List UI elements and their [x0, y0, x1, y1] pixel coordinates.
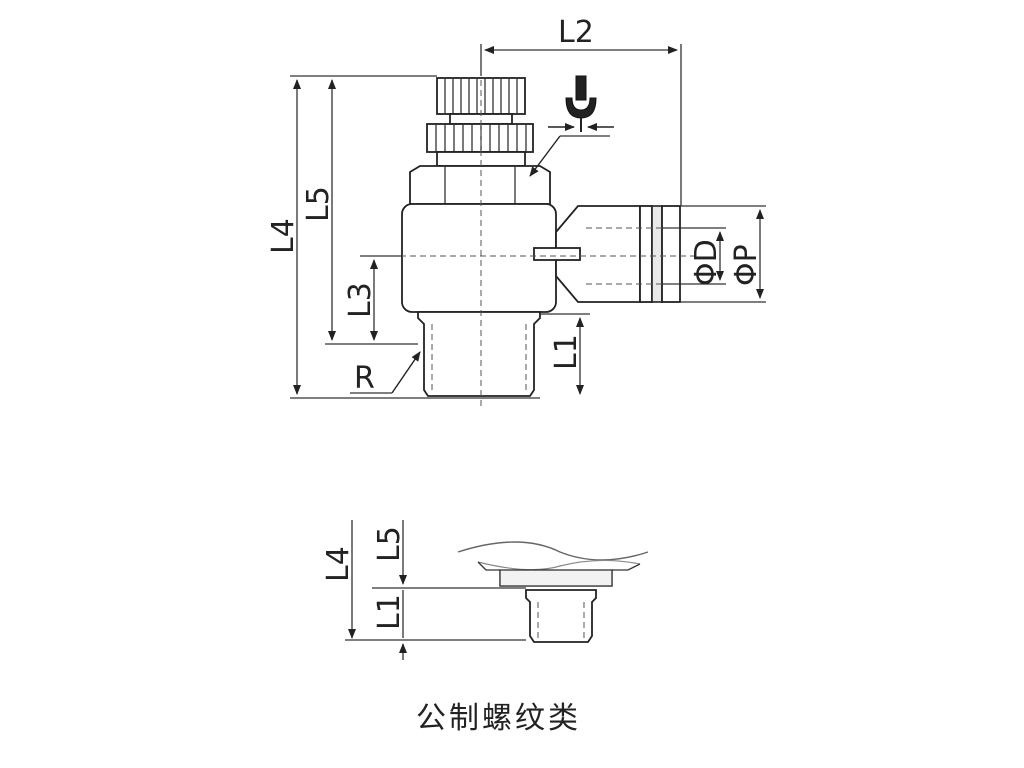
- caption: 公制螺纹类: [416, 701, 581, 736]
- label-l3: L3: [343, 282, 378, 318]
- detail-label-l5: L5: [372, 526, 407, 562]
- label-phi-d: ΦD: [689, 239, 724, 286]
- label-l5: L5: [301, 186, 336, 222]
- detail-view: L4 L5 L1: [321, 520, 649, 660]
- hex-body: [409, 165, 551, 205]
- label-phi-p: ΦP: [729, 244, 764, 286]
- label-l4: L4: [266, 218, 301, 254]
- detail-label-l1: L1: [372, 594, 407, 630]
- detail-body-cutaway: [457, 541, 649, 587]
- detail-dimension-lines: [345, 520, 526, 660]
- screwdriver-icon: [529, 75, 614, 177]
- center-lines: [380, 60, 700, 410]
- label-r: R: [354, 361, 375, 396]
- label-l2: L2: [558, 15, 594, 50]
- detail-thread-stub: [525, 589, 597, 643]
- main-view: L2 L4 L5 L3 L1 ΦD ΦP R: [266, 15, 766, 410]
- threaded-shank: [417, 311, 541, 397]
- detail-label-l4: L4: [321, 546, 356, 582]
- main-body: [401, 203, 557, 313]
- push-in-fitting: [533, 205, 681, 303]
- dimension-lines: [290, 44, 766, 399]
- label-l1: L1: [549, 334, 584, 370]
- adjusting-knob: [426, 77, 534, 167]
